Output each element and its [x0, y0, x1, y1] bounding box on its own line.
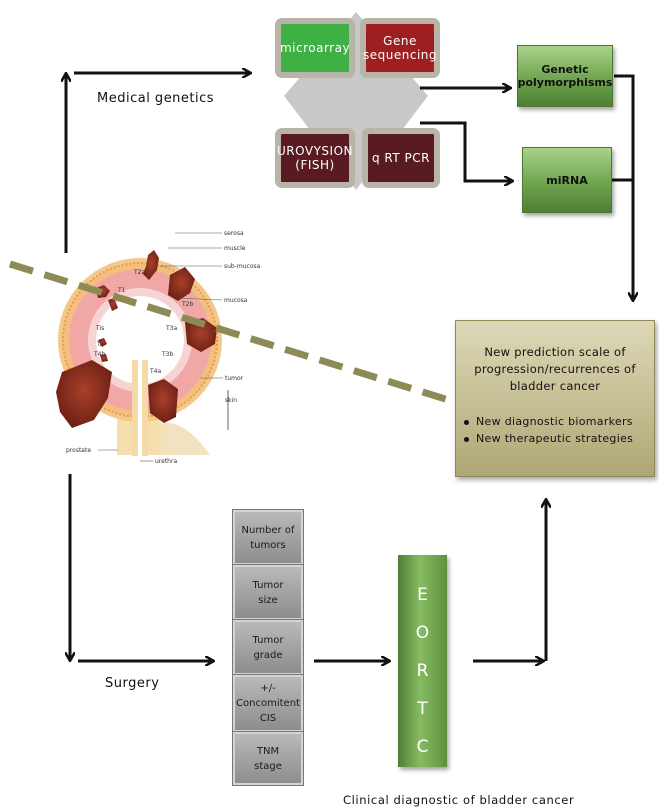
- layer-label-muscle: muscle: [224, 245, 246, 252]
- stage-label-t1: T1: [117, 287, 126, 294]
- surgery-item-tumor-grade: Tumor grade: [233, 620, 303, 675]
- stage-label-t2a: T2a: [133, 269, 145, 276]
- microarray-tile: microarray: [275, 18, 355, 78]
- figure-caption: Clinical diagnostic of bladder cancer: [343, 793, 575, 807]
- label-tumor: tumor: [225, 375, 244, 382]
- stage-label-t2b: T2b: [181, 301, 193, 308]
- bullet-item: New therapeutic strategies: [464, 430, 633, 447]
- surgery-item-concomitent-cis: +/- Concomitent CIS: [233, 675, 303, 732]
- bullet-item: New diagnostic biomarkers: [464, 413, 633, 430]
- layer-label-serosa: serosa: [224, 230, 244, 237]
- genetic-polymorphisms-box: Genetic polymorphisms: [517, 45, 613, 107]
- eortc-bar: E O R T C: [398, 555, 447, 767]
- stage-label-t4a: T4a: [149, 368, 161, 375]
- surgery-item-tnm-stage: TNM stage: [233, 732, 303, 785]
- qrt-pcr-tile: q RT PCR: [362, 128, 440, 188]
- bullet-icon: [464, 436, 469, 442]
- bullet-icon: [464, 419, 469, 425]
- eortc-letter: O: [415, 623, 430, 643]
- connector-polymorphisms: [614, 74, 635, 180]
- label-urethra: urethra: [155, 458, 177, 465]
- arrow-to-mirna: [420, 121, 512, 181]
- eortc-letter: C: [416, 737, 429, 757]
- layer-label-mucosa: mucosa: [224, 297, 248, 304]
- prediction-scale-box: New prediction scale of progression/recu…: [455, 320, 655, 477]
- gene-sequencing-tile: Gene sequencing: [360, 18, 440, 78]
- mirna-box: miRNA: [522, 147, 612, 213]
- medical-genetics-label: Medical genetics: [97, 91, 215, 106]
- label-skin: skin: [225, 397, 237, 404]
- eortc-letter: R: [416, 661, 429, 681]
- eortc-letter: E: [417, 585, 428, 605]
- surgery-item-tumor-size: Tumor size: [233, 565, 303, 620]
- layer-label-sub-mucosa: sub-mucosa: [224, 263, 261, 270]
- stage-label-tis: Tis: [95, 325, 104, 332]
- stage-label-t3b: T3b: [161, 351, 173, 358]
- urovysion-tile: UROVYSION (FISH): [275, 128, 355, 188]
- stage-label-t3a: T3a: [165, 325, 177, 332]
- dashed-division-line: [8, 260, 457, 406]
- eortc-letter: T: [417, 699, 428, 719]
- stage-label-t4b: T4b: [93, 351, 105, 358]
- surgery-label: Surgery: [105, 676, 160, 691]
- bladder-illustration: serosa muscle sub-mucosa mucosa T1 T2a T…: [56, 230, 261, 465]
- label-prostate: prostate: [66, 447, 91, 454]
- prediction-bullets: New diagnostic biomarkers New therapeuti…: [464, 413, 633, 447]
- prediction-title: New prediction scale of progression/recu…: [474, 345, 636, 393]
- surgery-item-number-of-tumors: Number of tumors: [233, 510, 303, 565]
- stage-label-ta: Ta: [96, 341, 104, 348]
